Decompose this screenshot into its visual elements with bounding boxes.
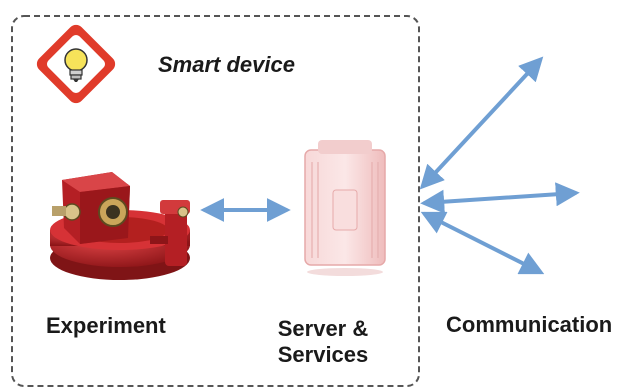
experiment-label: Experiment bbox=[46, 313, 166, 338]
server-label-line2: Services bbox=[277, 342, 369, 367]
arrow-comm-right bbox=[420, 182, 580, 214]
server-tower-icon bbox=[304, 140, 386, 276]
arrow-comm-down bbox=[420, 211, 545, 275]
server-label: Server & Services bbox=[268, 316, 378, 368]
smart-device-boundary bbox=[11, 15, 420, 387]
experiment-apparatus-icon bbox=[50, 172, 190, 280]
arrows bbox=[200, 56, 580, 275]
arrow-comm-up bbox=[419, 56, 544, 190]
communication-label: Communication bbox=[446, 312, 613, 337]
server-label-line1: Server & bbox=[277, 316, 369, 341]
lightbulb-warning-icon bbox=[36, 24, 116, 104]
diagram-title: Smart device bbox=[158, 52, 295, 77]
